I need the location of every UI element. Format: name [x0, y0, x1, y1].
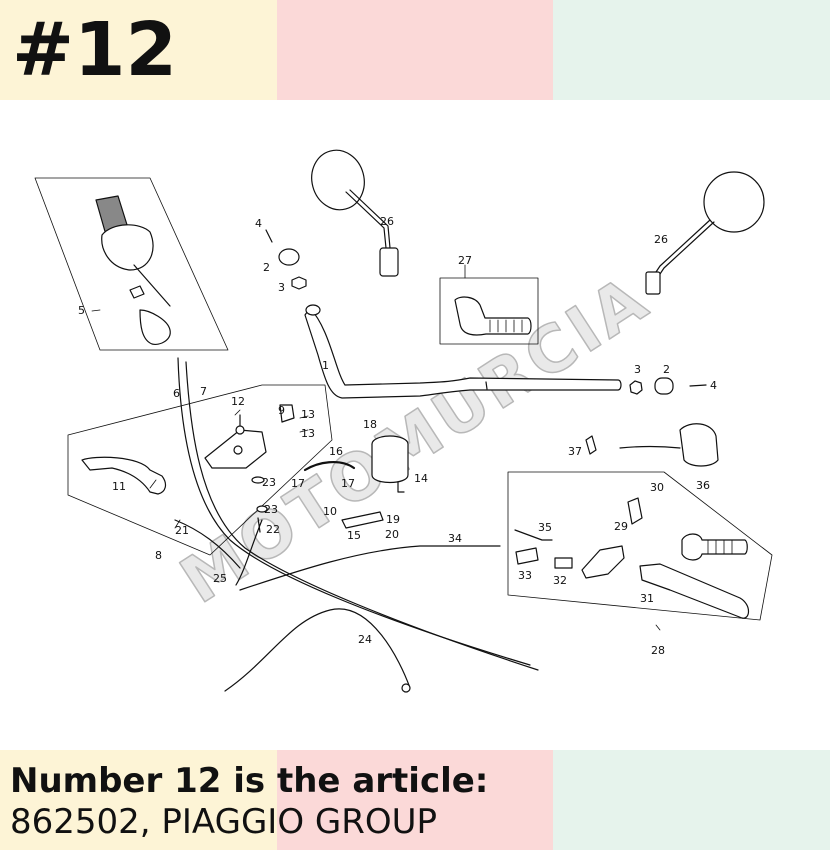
part-label: 7 — [200, 385, 207, 398]
part-label: 18 — [363, 418, 377, 431]
header-band-green — [553, 0, 830, 100]
header-band-pink — [277, 0, 553, 100]
part-label: 17 — [291, 477, 305, 490]
part-label: 5 — [78, 304, 85, 317]
part-label: 28 — [651, 644, 665, 657]
nut-3-left — [291, 276, 307, 290]
part-label: 9 — [278, 404, 285, 417]
part-label: 22 — [266, 523, 280, 536]
part-label: 8 — [155, 549, 162, 562]
switch-9 — [279, 404, 295, 423]
bar-end-2-left — [278, 248, 300, 266]
part-label: 4 — [255, 217, 262, 230]
part-label: 32 — [553, 574, 567, 587]
part-label: 10 — [323, 505, 337, 518]
part-label: 23 — [262, 476, 276, 489]
part-label: 11 — [112, 480, 126, 493]
part-label: 3 — [278, 281, 285, 294]
bolt-22 — [257, 517, 261, 533]
bracket-15 — [341, 511, 384, 529]
part-labels: 4 2 3 26 26 27 5 1 3 2 4 6 7 12 9 13 13 … — [78, 215, 717, 657]
part-label: 23 — [264, 503, 278, 516]
brake-lever-box — [507, 471, 773, 621]
bolt-4-right — [689, 384, 707, 387]
part-label: 1 — [322, 359, 329, 372]
page-title: #12 — [12, 7, 177, 93]
washer-23 — [251, 476, 265, 484]
hose-16 — [303, 461, 356, 472]
clutch-lever-box — [67, 384, 333, 556]
cable-34 — [239, 545, 501, 591]
cable-24 — [224, 608, 411, 692]
article-caption: Number 12 is the article: — [10, 761, 489, 801]
exploded-parts-diagram: MOTOMURCIA — [34, 149, 773, 693]
part-label: 24 — [358, 633, 372, 646]
part-label: 19 — [386, 513, 400, 526]
header-band-yellow — [0, 0, 277, 100]
throttle-grip — [95, 195, 171, 345]
part-label: 29 — [614, 520, 628, 533]
header-band — [0, 0, 830, 100]
part-label: 31 — [640, 592, 654, 605]
left-grip — [454, 296, 532, 336]
part-label: 33 — [518, 569, 532, 582]
part-label: 30 — [650, 481, 664, 494]
part-label: 37 — [568, 445, 582, 458]
part-label: 36 — [696, 479, 710, 492]
part-label: 2 — [663, 363, 670, 376]
grip-box-27 — [439, 277, 539, 345]
footer-band-pink — [277, 750, 553, 850]
right-grip — [681, 533, 748, 561]
part-label: 20 — [385, 528, 399, 541]
lever-bracket-32 — [581, 545, 625, 579]
cable-25 — [235, 519, 263, 586]
left-mirror — [311, 149, 399, 277]
part-label: 17 — [341, 477, 355, 490]
bar-end-2-right — [654, 377, 674, 395]
part-label: 21 — [175, 524, 189, 537]
left-lever-11 — [81, 456, 167, 495]
cable-8 — [174, 519, 241, 569]
part-label: 26 — [380, 215, 394, 228]
handlebar-detail-line — [485, 381, 488, 390]
part-label: 25 — [213, 572, 227, 585]
cable-7 — [185, 361, 539, 671]
bolt-4-left — [265, 229, 273, 243]
right-mirror — [645, 171, 765, 295]
cylinder-33 — [515, 547, 539, 565]
part-label: 13 — [301, 408, 315, 421]
footer-band — [0, 750, 830, 850]
reservoir-14 — [371, 435, 409, 493]
washer-23b — [256, 505, 268, 513]
part-label: 16 — [329, 445, 343, 458]
clip-37 — [585, 435, 597, 455]
part-label: 27 — [458, 254, 472, 267]
footer-band-yellow — [0, 750, 277, 850]
throttle-assembly-box — [34, 177, 229, 351]
right-switch-36 — [679, 423, 719, 467]
part-label: 3 — [634, 363, 641, 376]
part-label: 13 — [301, 427, 315, 440]
part-label: 14 — [414, 472, 428, 485]
part-label: 6 — [173, 387, 180, 400]
part-label: 34 — [448, 532, 462, 545]
pivot-29 — [627, 497, 643, 525]
part-label: 26 — [654, 233, 668, 246]
part-label: 2 — [263, 261, 270, 274]
right-lever-31 — [639, 563, 750, 619]
handlebar — [304, 307, 622, 399]
part-label: 15 — [347, 529, 361, 542]
wire-35 — [514, 529, 553, 541]
part-label: 4 — [710, 379, 717, 392]
footer-band-green — [553, 750, 830, 850]
article-number: 862502, PIAGGIO GROUP — [10, 802, 438, 842]
part-label: 12 — [231, 395, 245, 408]
nut-3-right — [629, 380, 643, 395]
part-label: 35 — [538, 521, 552, 534]
piston-32 — [554, 557, 573, 569]
